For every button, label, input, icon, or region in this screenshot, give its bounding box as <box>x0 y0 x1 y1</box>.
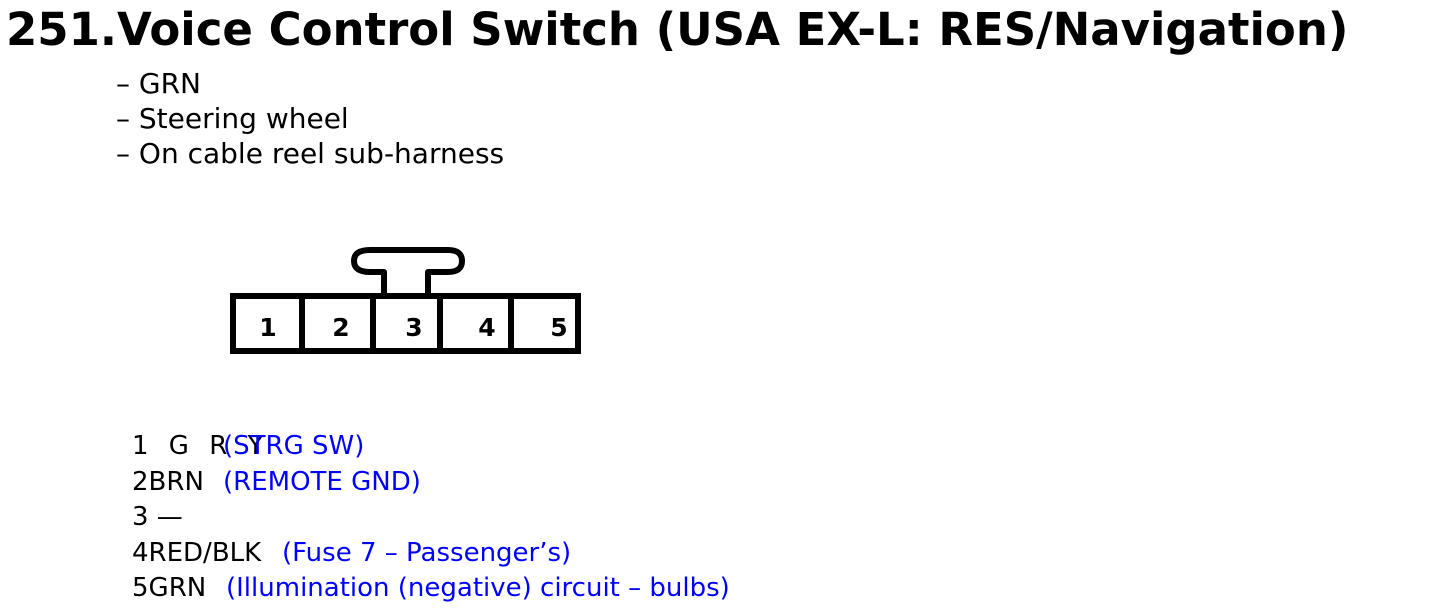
pin-code: 5GRN <box>132 573 207 603</box>
terminal-number: 1 <box>259 313 276 342</box>
terminal-number: 3 <box>405 313 422 342</box>
pin-code: 3 — <box>132 502 183 532</box>
connector-lock-tab <box>351 247 465 294</box>
pin-row: 4RED/BLK (Fuse 7 – Passenger’s) <box>132 536 571 572</box>
pin-code: 1 G R Y <box>132 431 270 461</box>
pin-row: 3 — <box>132 500 269 536</box>
terminal-number: 2 <box>332 313 349 342</box>
detail-color: – GRN <box>116 67 201 100</box>
pin-description: (REMOTE GND) <box>223 466 421 497</box>
connector-diagram: 1 2 3 4 5 <box>230 247 581 354</box>
pin-code: 4RED/BLK <box>132 537 262 568</box>
pin-row: 2BRN (REMOTE GND) <box>132 465 421 501</box>
terminal-number: 5 <box>550 313 567 342</box>
terminal-number: 4 <box>478 313 495 342</box>
pin-description: (Fuse 7 – Passenger’s) <box>282 537 572 568</box>
detail-location: – Steering wheel <box>116 102 349 135</box>
pin-description: (STRG SW) <box>223 431 365 461</box>
pin-code: 2BRN <box>132 466 204 497</box>
pin-list: 1 G R Y (STRG SW) 2BRN (REMOTE GND) 3 — … <box>132 429 730 607</box>
detail-harness: – On cable reel sub-harness <box>116 137 505 170</box>
pin-row: 5GRN (Illumination (negative) circuit – … <box>132 571 730 607</box>
page-title: 251.Voice Control Switch (USA EX-L: RES/… <box>6 3 1349 56</box>
pin-description: (Illumination (negative) circuit – bulbs… <box>226 573 730 603</box>
connector-body <box>230 293 581 354</box>
pin-row: 1 G R Y (STRG SW) <box>132 429 364 465</box>
connector-details: – GRN – Steering wheel – On cable reel s… <box>116 66 504 171</box>
